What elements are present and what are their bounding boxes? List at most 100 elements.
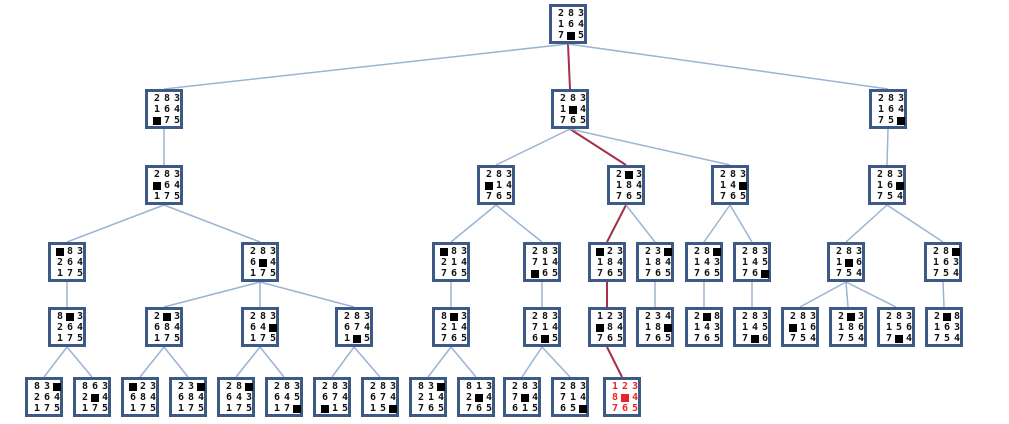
tile-number: 4 xyxy=(703,257,711,268)
tile-number: 1 xyxy=(596,257,604,268)
tile-number: 6 xyxy=(177,392,185,403)
blank-tile-icon xyxy=(664,324,672,332)
tile-number: 3 xyxy=(952,257,960,268)
tile-number: 5 xyxy=(437,403,445,414)
tile-number: 7 xyxy=(531,322,539,333)
tile-number: 2 xyxy=(606,311,614,322)
tile-number: 5 xyxy=(631,403,639,414)
blank-tile-icon xyxy=(485,182,493,190)
tile-number: 5 xyxy=(379,403,387,414)
tile-number: 8 xyxy=(847,322,855,333)
tile-number: 5 xyxy=(149,403,157,414)
blank-tile-icon xyxy=(56,248,64,256)
tree-edge-n2-n7 xyxy=(569,128,731,166)
blank-tile-icon xyxy=(91,394,99,402)
tile-number: 3 xyxy=(761,311,769,322)
tile-number: 6 xyxy=(321,392,329,403)
tile-number: 2 xyxy=(741,246,749,257)
tile-number: 5 xyxy=(845,268,853,279)
tile-number: 4 xyxy=(505,180,513,191)
tile-number: 2 xyxy=(644,311,652,322)
tile-number: 4 xyxy=(551,257,559,268)
tile-number: 7 xyxy=(835,268,843,279)
tile-number: 1 xyxy=(741,322,749,333)
tile-number: 6 xyxy=(43,392,51,403)
tile-number: 5 xyxy=(761,257,769,268)
tile-number: 8 xyxy=(751,246,759,257)
tile-number: 6 xyxy=(943,322,951,333)
tile-number: 7 xyxy=(644,333,652,344)
tile-number: 3 xyxy=(857,311,865,322)
tile-number: 4 xyxy=(952,268,960,279)
tile-number: 7 xyxy=(611,403,619,414)
tile-number: 4 xyxy=(953,333,961,344)
tile-number: 5 xyxy=(616,333,624,344)
tile-number: 6 xyxy=(511,403,519,414)
tile-number: 5 xyxy=(341,403,349,414)
tile-number: 5 xyxy=(269,268,277,279)
tile-number: 2 xyxy=(177,381,185,392)
tile-number: 3 xyxy=(577,8,585,19)
tile-number: 2 xyxy=(644,246,652,257)
blank-tile-icon xyxy=(664,248,672,256)
tile-number: 1 xyxy=(644,257,652,268)
tile-number: 1 xyxy=(450,257,458,268)
tile-number: 3 xyxy=(551,311,559,322)
tile-number: 6 xyxy=(273,392,281,403)
tile-number: 5 xyxy=(76,268,84,279)
tile-number: 2 xyxy=(273,381,281,392)
tile-number: 2 xyxy=(153,311,161,322)
tile-number: 7 xyxy=(66,268,74,279)
tile-number: 5 xyxy=(799,333,807,344)
tile-number: 8 xyxy=(569,93,577,104)
tile-number: 4 xyxy=(664,311,672,322)
blank-tile-icon xyxy=(245,383,253,391)
tile-number: 7 xyxy=(43,403,51,414)
blank-tile-icon xyxy=(269,324,277,332)
tile-number: 3 xyxy=(809,311,817,322)
tile-number: 6 xyxy=(703,333,711,344)
tile-number: 6 xyxy=(855,257,863,268)
tile-number: 2 xyxy=(932,246,940,257)
tile-number: 7 xyxy=(719,191,727,202)
tile-number: 5 xyxy=(664,268,672,279)
tile-number: 7 xyxy=(596,333,604,344)
tile-number: 6 xyxy=(654,333,662,344)
tile-number: 5 xyxy=(460,333,468,344)
tile-number: 7 xyxy=(417,403,425,414)
tile-number: 4 xyxy=(149,392,157,403)
tree-edge-n3-n8 xyxy=(886,128,889,166)
tile-number: 8 xyxy=(942,246,950,257)
tile-number: 5 xyxy=(505,191,513,202)
tile-number: 1 xyxy=(557,19,565,30)
tile-number: 7 xyxy=(885,333,893,344)
tile-number: 1 xyxy=(719,180,727,191)
tile-number: 3 xyxy=(551,246,559,257)
tile-number: 8 xyxy=(887,93,895,104)
tile-number: 6 xyxy=(541,268,549,279)
tree-edge-n19-n34 xyxy=(66,346,93,378)
tile-number: 5 xyxy=(269,333,277,344)
tile-number: 7 xyxy=(693,268,701,279)
tile-number: 3 xyxy=(363,311,371,322)
tile-number: 5 xyxy=(616,268,624,279)
tile-number: 6 xyxy=(66,322,74,333)
tile-number: 2 xyxy=(789,311,797,322)
blank-tile-icon xyxy=(596,248,604,256)
tile-number: 8 xyxy=(379,381,387,392)
tile-number: 8 xyxy=(56,311,64,322)
tile-number: 5 xyxy=(942,268,950,279)
tile-number: 7 xyxy=(741,268,749,279)
tile-number: 6 xyxy=(703,268,711,279)
